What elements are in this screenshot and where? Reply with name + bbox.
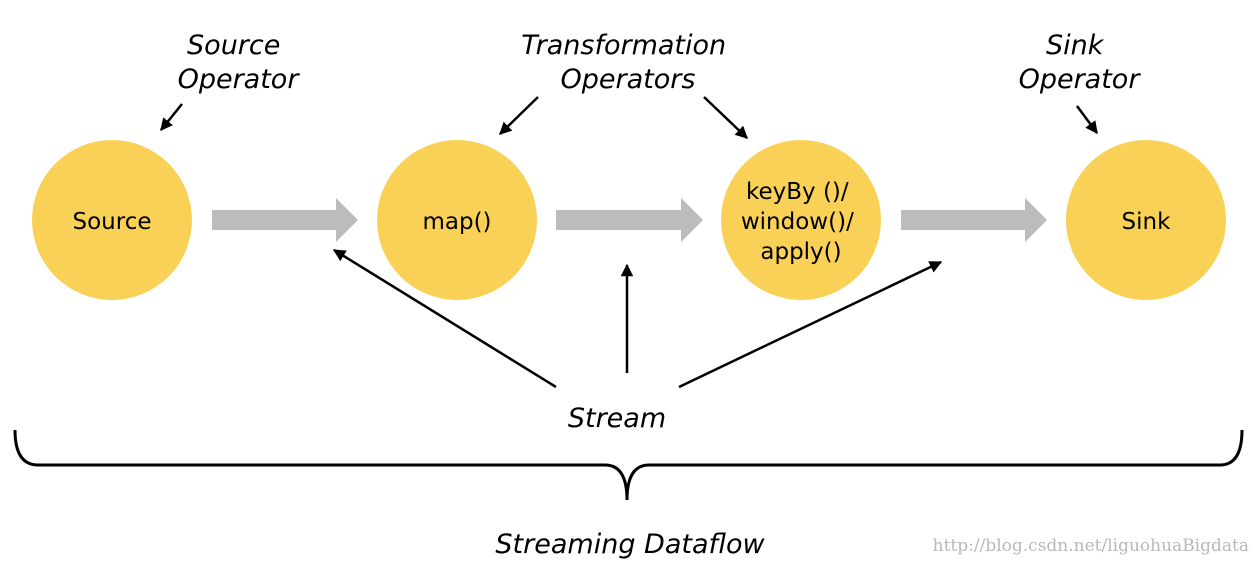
transformation-to-keyby-pointer-arrow <box>703 96 748 139</box>
node-keyby-window-apply-label: keyBy ()/ window()/ apply() <box>741 179 861 265</box>
node-keyby-window-apply-circle <box>721 140 881 300</box>
stream-label: Stream <box>568 403 666 434</box>
sink-operator-pointer-arrow <box>1075 105 1099 135</box>
node-map-circle <box>377 140 537 300</box>
node-sink-label: Sink <box>1122 209 1172 235</box>
node-source: Source <box>32 140 192 300</box>
node-map: map() <box>377 140 537 300</box>
sink-operator-annotation: Sink Operator <box>1019 30 1142 95</box>
node-sink: Sink <box>1066 140 1226 300</box>
transformation-to-map-pointer-arrow <box>499 96 539 135</box>
stream-pointer-arrow-left <box>332 248 557 389</box>
source-operator-annotation: Source Operator <box>178 30 301 95</box>
streaming-dataflow-label: Streaming Dataflow <box>495 529 765 560</box>
node-map-label: map() <box>422 209 491 235</box>
transformation-operators-annotation: Transformation Operators <box>521 30 735 95</box>
node-sink-circle <box>1066 140 1226 300</box>
flow-arrow-source-to-map <box>212 198 358 242</box>
node-keyby-window-apply: keyBy ()/ window()/ apply() <box>721 140 881 300</box>
dataflow-curly-brace <box>13 429 1244 501</box>
flow-arrow-map-to-keyby <box>556 198 703 242</box>
stream-pointer-arrow-right <box>678 260 943 389</box>
node-source-circle <box>32 140 192 300</box>
watermark-url: http://blog.csdn.net/liguohuaBigdata <box>933 536 1249 556</box>
flow-arrow-keyby-to-sink <box>901 198 1047 242</box>
source-operator-pointer-arrow <box>160 103 183 131</box>
node-source-label: Source <box>73 209 152 235</box>
